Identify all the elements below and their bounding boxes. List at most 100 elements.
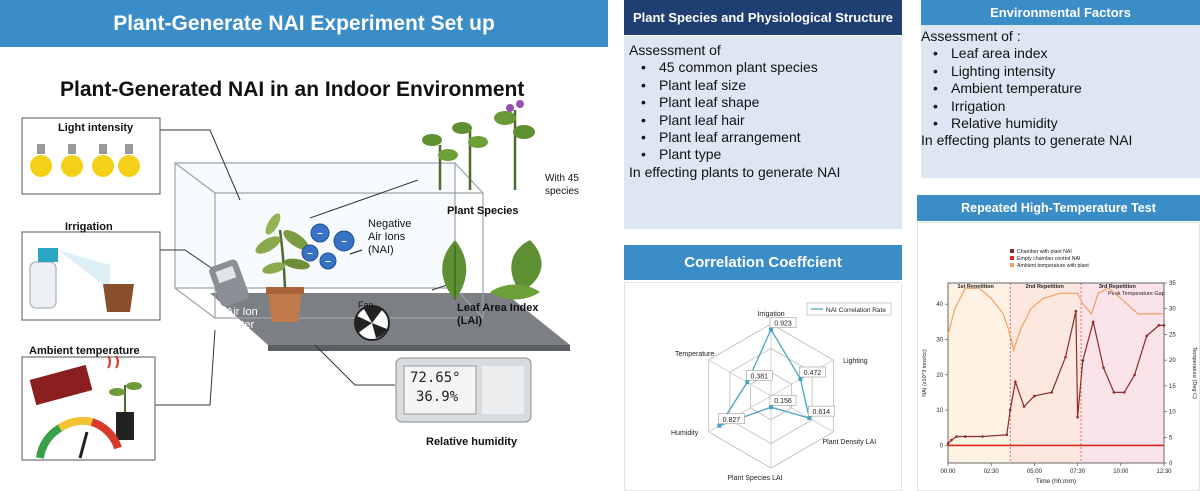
gauge-icon <box>36 416 122 459</box>
y-left-tick-label: 30 <box>936 337 943 343</box>
environment-item: Ambient temperature <box>921 80 1132 98</box>
air-ion-meter-label: Air Ion Meter <box>226 306 258 331</box>
svg-text:–: – <box>317 228 323 239</box>
chart-annotation: 3rd Repetition <box>1099 284 1137 290</box>
radar-value-label: 0.614 <box>813 409 831 416</box>
y-right-tick-label: 20 <box>1169 358 1176 364</box>
y-right-axis-title: Temperature (Deg C) <box>1191 347 1197 399</box>
y-right-tick-label: 10 <box>1169 410 1176 416</box>
species-outro: In effecting plants to generate NAI <box>629 163 841 180</box>
setup-diagram: –––– <box>21 100 570 461</box>
ambient-temperature-label: Ambient temperature <box>29 345 140 357</box>
series-1-point <box>1005 433 1009 437</box>
platform-edge <box>268 345 570 351</box>
hygrometer-humidity: 36.9% <box>416 389 459 405</box>
y-right-tick-label: 15 <box>1169 384 1176 390</box>
repeated-test-panel-header: Repeated High-Temperature Test <box>917 195 1200 221</box>
x-tick-label: 12:30 <box>1156 469 1172 475</box>
svg-text:–: – <box>325 256 331 267</box>
radar-axis-label: Temperature <box>675 351 714 358</box>
legend-label: Chamber with plant NAI <box>1017 249 1072 255</box>
chart-annotation: 2nd Repetition <box>1026 284 1065 290</box>
legend-swatch <box>1010 249 1014 253</box>
series-1-point <box>955 435 958 438</box>
series-1-point <box>1157 324 1161 327</box>
radar-axis-label: Irrigation <box>757 311 784 318</box>
hygrometer-temp: 72.65° <box>410 370 461 386</box>
radar-value-label: 0.156 <box>774 398 792 405</box>
series-1-point <box>1081 359 1085 362</box>
series-1-point <box>946 442 950 445</box>
species-list: Assessment of 45 common plant species Pl… <box>629 42 840 181</box>
correlation-panel: 0.923 0.472 0.614 0.156 0.827 0.381 Irrigation… <box>624 282 902 491</box>
light-intensity-label: Light intensity <box>58 122 134 134</box>
x-tick-label: 05:00 <box>1027 469 1043 475</box>
series-1-point <box>1091 320 1095 324</box>
nai-ions <box>301 223 355 270</box>
series-1-point <box>981 435 984 438</box>
series-1-point <box>1122 391 1126 394</box>
radar-value-label: 0.472 <box>804 370 822 377</box>
species-item: Plant leaf hair <box>629 112 840 130</box>
radar-axis-label: Lighting <box>843 358 868 365</box>
light-bulbs-icon <box>30 144 140 177</box>
species-item: 45 common plant species <box>629 59 840 77</box>
series-1-point <box>963 435 967 438</box>
series-1-point <box>1074 309 1078 313</box>
legend-label: Empty chamber control NAI <box>1017 256 1080 262</box>
plant-species-icon <box>422 100 535 190</box>
radar-value-label: 0.923 <box>774 321 792 328</box>
species-count-label: With 45 species <box>545 173 579 197</box>
radar-value-box <box>769 394 797 406</box>
y-left-tick-label: 20 <box>936 373 943 379</box>
y-right-tick-label: 5 <box>1169 435 1173 441</box>
radar-chart: 0.923 0.472 0.614 0.156 0.827 0.381 Irrigation… <box>671 302 892 482</box>
series-line-3 <box>947 287 1164 353</box>
legend-label: Ambient temperature with plant <box>1017 263 1089 269</box>
environment-outro: In effecting plants to generate NAI <box>921 132 1133 149</box>
lai-label: Leaf Area Index (LAI) <box>457 302 539 327</box>
x-tick-label: 02:30 <box>984 469 1000 475</box>
legend-swatch <box>1010 256 1014 260</box>
hygrometer-icon <box>395 357 532 423</box>
air-ion-meter-icon <box>209 259 249 307</box>
radar-value-label: 0.381 <box>750 373 768 380</box>
plot-frame <box>947 282 1165 464</box>
series-1-point <box>1064 355 1067 359</box>
irrigation-label: Irrigation <box>65 221 113 233</box>
y-right-tick-label: 0 <box>1169 461 1173 467</box>
y-right-tick-label: 35 <box>1169 281 1176 287</box>
y-left-tick-label: 0 <box>940 443 944 449</box>
series-1-point <box>1133 373 1136 377</box>
fan-icon <box>354 305 390 341</box>
radar-value-box <box>799 366 826 378</box>
environment-list: Assessment of : Leaf area index Lighting… <box>921 28 1132 150</box>
diagram-title: Plant-Generated NAI in an Indoor Environ… <box>60 78 525 101</box>
environment-item: Lighting intensity <box>921 63 1132 81</box>
chart-annotation: Peak Temperature Gap <box>1108 291 1165 297</box>
series-1-point <box>1022 405 1026 408</box>
radar-point <box>769 405 773 410</box>
series-1-point <box>1050 391 1053 394</box>
species-item: Plant leaf arrangement <box>629 129 840 147</box>
x-tick-label: 00:00 <box>940 469 956 475</box>
environment-item: Leaf area index <box>921 45 1132 63</box>
svg-text:–: – <box>341 236 347 247</box>
y-left-tick-label: 40 <box>936 302 943 308</box>
radar-point <box>745 380 750 385</box>
radar-point <box>717 423 722 428</box>
radar-value-box <box>808 405 835 417</box>
series-1-point <box>1145 334 1149 338</box>
species-item: Plant leaf shape <box>629 94 840 112</box>
radar-value-label: 0.827 <box>723 417 741 424</box>
series-1-point <box>1008 408 1012 412</box>
radar-point <box>769 327 773 332</box>
spray-bottle-icon <box>29 248 110 309</box>
species-intro: Assessment of <box>629 42 721 58</box>
radar-axis-label: Plant Density LAI <box>823 439 877 446</box>
correlation-panel-header: Correlation Coeffcient <box>624 245 902 280</box>
repetition-1-band <box>948 283 1011 463</box>
legend-swatch <box>1010 263 1014 267</box>
small-plant-icon <box>109 382 142 440</box>
